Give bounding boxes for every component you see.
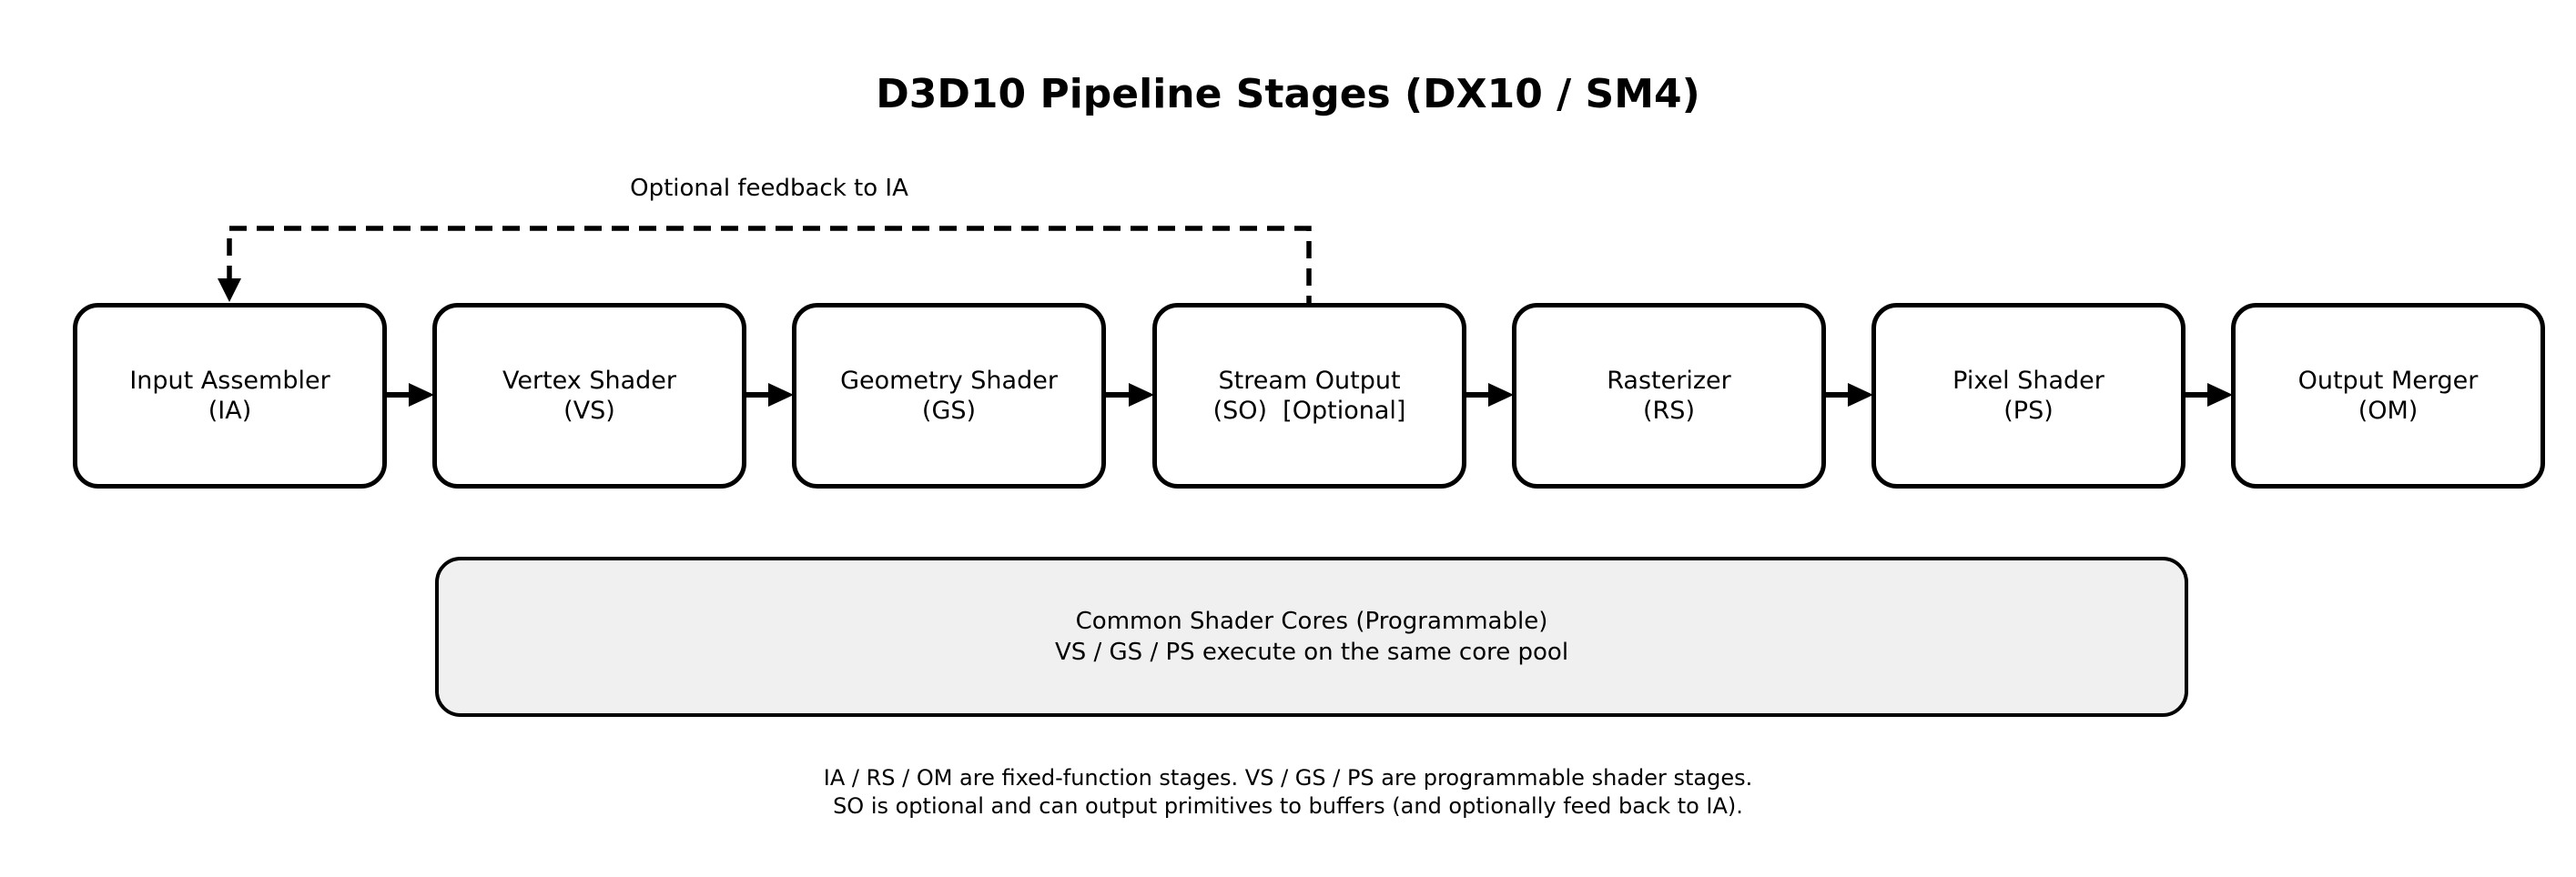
stage-name: Geometry Shader bbox=[840, 367, 1058, 395]
stage-name: Stream Output bbox=[1218, 367, 1401, 395]
stage-box-rasterizer: Rasterizer (RS) bbox=[1512, 303, 1826, 489]
stage-name: Pixel Shader bbox=[1952, 367, 2104, 395]
stage-box-geometry-shader: Geometry Shader (GS) bbox=[792, 303, 1106, 489]
stage-name: Output Merger bbox=[2297, 367, 2479, 395]
stage-name: Rasterizer bbox=[1607, 367, 1731, 395]
stage-box-stream-output: Stream Output (SO) [Optional] bbox=[1152, 303, 1466, 489]
footnote-line2: SO is optional and can output primitives… bbox=[833, 793, 1743, 819]
diagram-title: D3D10 Pipeline Stages (DX10 / SM4) bbox=[876, 71, 1700, 117]
feedback-arrowhead-icon bbox=[218, 278, 241, 302]
stage-abbr: (GS) bbox=[921, 397, 977, 425]
stage-abbr: (PS) bbox=[2003, 397, 2054, 425]
footnote-line1: IA / RS / OM are fixed-function stages. … bbox=[823, 765, 1753, 791]
stage-abbr: (RS) bbox=[1643, 397, 1695, 425]
core-pool-line1: Common Shader Cores (Programmable) bbox=[1075, 608, 1548, 635]
stage-name: Vertex Shader bbox=[502, 367, 677, 395]
feedback-dashed-path bbox=[227, 226, 1312, 313]
core-pool-line2: VS / GS / PS execute on the same core po… bbox=[1054, 639, 1569, 666]
stage-abbr: (SO) [Optional] bbox=[1212, 397, 1406, 425]
stage-box-input-assembler: Input Assembler (IA) bbox=[73, 303, 387, 489]
footnote: IA / RS / OM are fixed-function stages. … bbox=[0, 764, 2576, 821]
feedback-label: Optional feedback to IA bbox=[630, 175, 908, 202]
stage-name: Input Assembler bbox=[129, 367, 330, 395]
stage-box-output-merger: Output Merger (OM) bbox=[2231, 303, 2545, 489]
stage-abbr: (IA) bbox=[208, 397, 252, 425]
common-shader-cores-box: Common Shader Cores (Programmable) VS / … bbox=[435, 557, 2188, 717]
stage-abbr: (OM) bbox=[2358, 397, 2419, 425]
stage-box-pixel-shader: Pixel Shader (PS) bbox=[1871, 303, 2186, 489]
stage-abbr: (VS) bbox=[563, 397, 615, 425]
stage-box-vertex-shader: Vertex Shader (VS) bbox=[432, 303, 746, 489]
